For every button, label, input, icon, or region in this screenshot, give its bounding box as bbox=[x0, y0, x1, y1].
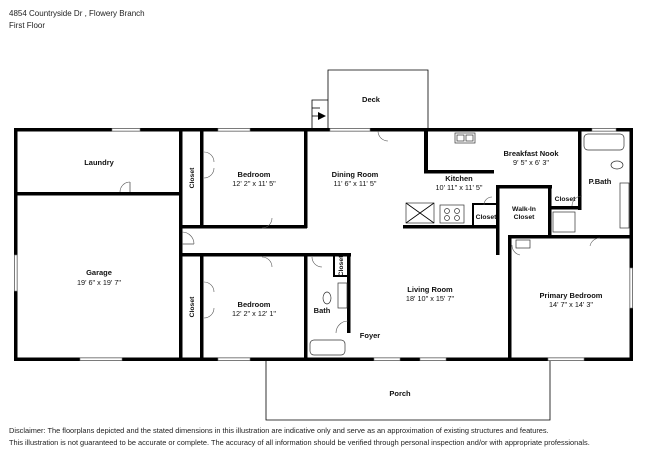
room-label-laundry: Laundry bbox=[84, 158, 114, 167]
property-address: 4854 Countryside Dr , Flowery Branch bbox=[9, 9, 145, 18]
svg-text:Bath: Bath bbox=[314, 306, 331, 315]
doors bbox=[119, 130, 601, 334]
disclaimer-line-2: This illustration is not guaranteed to b… bbox=[9, 438, 590, 447]
room-label-pbath: P.Bath bbox=[589, 177, 612, 186]
svg-text:Dining Room: Dining Room bbox=[332, 170, 379, 179]
room-label-primary: Primary Bedroom 14' 7" x 14' 3" bbox=[540, 291, 603, 309]
svg-text:P.Bath: P.Bath bbox=[589, 177, 612, 186]
deck-outline bbox=[311, 69, 429, 128]
svg-text:Walk-In: Walk-In bbox=[512, 206, 536, 213]
room-label-garage: Garage 19' 6" x 19' 7" bbox=[77, 268, 121, 287]
room-label-bath: Bath bbox=[314, 306, 331, 315]
svg-text:Living Room: Living Room bbox=[407, 285, 453, 294]
svg-text:Garage: Garage bbox=[86, 268, 112, 277]
room-label-closet-pbath: Closet bbox=[555, 196, 577, 203]
room-label-porch: Porch bbox=[389, 389, 411, 398]
svg-text:Closet: Closet bbox=[338, 255, 345, 277]
svg-text:19' 6" x 19' 7": 19' 6" x 19' 7" bbox=[77, 278, 121, 287]
room-label-bedroom-upper: Bedroom 12' 2" x 11' 5" bbox=[232, 170, 276, 188]
svg-text:Kitchen: Kitchen bbox=[445, 174, 473, 183]
porch-outline bbox=[265, 360, 551, 421]
disclaimer-line-1: Disclaimer: The floorplans depicted and … bbox=[9, 426, 549, 435]
room-label-living: Living Room 18' 10" x 15' 7" bbox=[406, 285, 455, 303]
svg-text:10' 11" x 11' 5": 10' 11" x 11' 5" bbox=[435, 183, 482, 192]
room-label-dining: Dining Room 11' 6" x 11' 5" bbox=[332, 170, 379, 188]
svg-text:Bedroom: Bedroom bbox=[238, 170, 271, 179]
walls bbox=[14, 128, 633, 361]
windows bbox=[14, 128, 633, 361]
svg-text:18' 10" x 15' 7": 18' 10" x 15' 7" bbox=[406, 294, 455, 303]
svg-text:14' 7" x 14' 3": 14' 7" x 14' 3" bbox=[549, 300, 593, 309]
svg-text:Porch: Porch bbox=[389, 389, 411, 398]
svg-text:Closet: Closet bbox=[514, 214, 536, 221]
svg-text:Bedroom: Bedroom bbox=[238, 300, 271, 309]
room-label-walkin: Walk-In Closet bbox=[512, 206, 536, 221]
room-label-bedroom-lower: Bedroom 12' 2" x 12' 1" bbox=[232, 300, 276, 318]
svg-text:12' 2" x 12' 1": 12' 2" x 12' 1" bbox=[232, 309, 276, 318]
svg-text:11' 6" x 11' 5": 11' 6" x 11' 5" bbox=[334, 179, 377, 188]
fixtures bbox=[309, 132, 630, 356]
svg-text:Primary Bedroom: Primary Bedroom bbox=[540, 291, 603, 300]
room-label-closet-kitchen: Closet bbox=[476, 214, 498, 221]
room-label-foyer: Foyer bbox=[360, 331, 381, 340]
room-label-closet-lower: Closet bbox=[189, 296, 196, 318]
svg-text:Deck: Deck bbox=[362, 95, 381, 104]
room-label-closet-bath: Closet bbox=[338, 255, 345, 277]
svg-text:Closet: Closet bbox=[555, 196, 577, 203]
svg-text:Closet: Closet bbox=[189, 296, 196, 318]
room-label-closet-upper: Closet bbox=[189, 167, 196, 189]
svg-text:9' 5" x 6' 3": 9' 5" x 6' 3" bbox=[513, 158, 549, 167]
floor-label: First Floor bbox=[9, 21, 45, 30]
svg-text:Foyer: Foyer bbox=[360, 331, 381, 340]
room-label-breakfast-nook: Breakfast Nook 9' 5" x 6' 3" bbox=[503, 149, 559, 167]
svg-text:Closet: Closet bbox=[189, 167, 196, 189]
room-label-deck: Deck bbox=[362, 95, 381, 104]
room-label-kitchen: Kitchen 10' 11" x 11' 5" bbox=[435, 174, 482, 192]
svg-text:Laundry: Laundry bbox=[84, 158, 114, 167]
svg-text:Closet: Closet bbox=[476, 214, 498, 221]
svg-text:12' 2" x 11' 5": 12' 2" x 11' 5" bbox=[232, 179, 276, 188]
svg-text:Breakfast Nook: Breakfast Nook bbox=[503, 149, 559, 158]
